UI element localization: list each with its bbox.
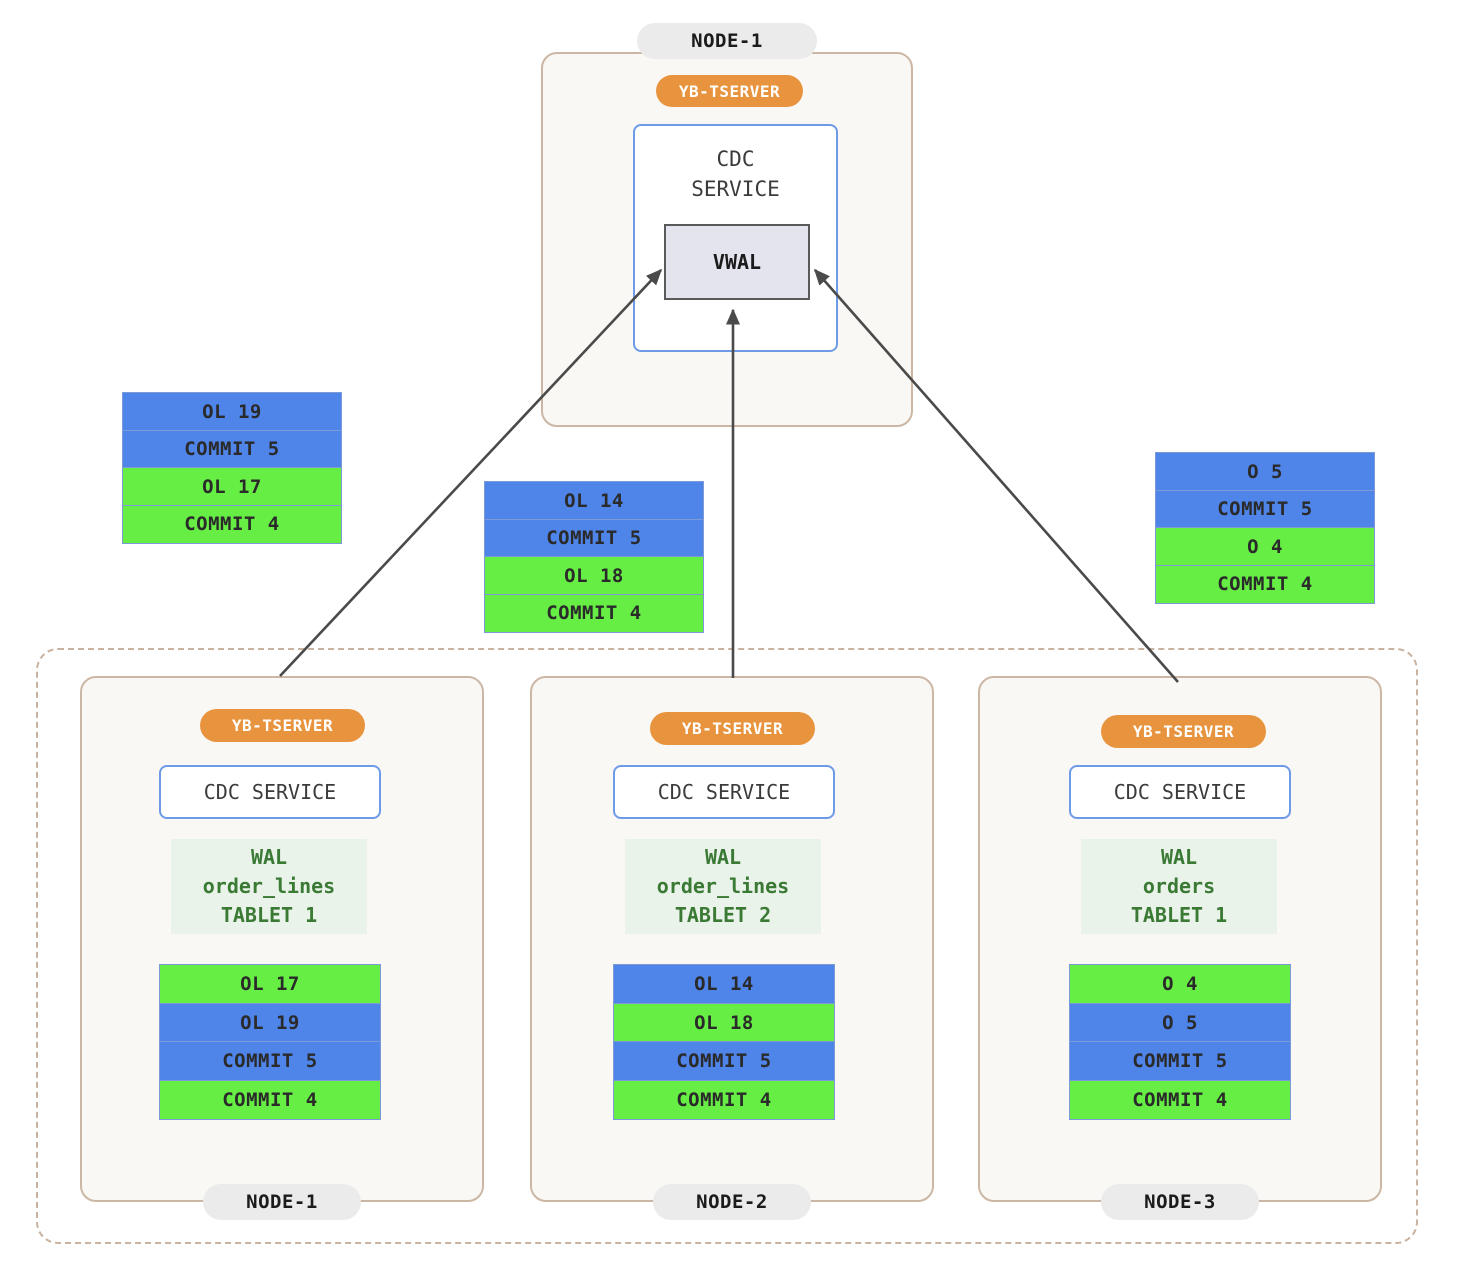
bottom-node-2-cdc-box: CDC SERVICE (613, 765, 835, 819)
bottom-node-3-wal-line3: TABLET 1 (1130, 903, 1228, 927)
record-row: OL 14 (484, 481, 704, 520)
record-row: COMMIT 5 (1069, 1041, 1291, 1081)
record-row: OL 14 (613, 964, 835, 1004)
bottom-node-2-label-pill: NODE-2 (653, 1184, 811, 1220)
record-row: OL 18 (613, 1002, 835, 1043)
bottom-node-3-label-pill: NODE-3 (1101, 1184, 1259, 1220)
record-row: COMMIT 5 (1155, 489, 1375, 529)
top-tserver-pill: YB-TSERVER (656, 75, 803, 107)
record-row: COMMIT 4 (1155, 564, 1375, 604)
top-node-label-pill: NODE-1 (637, 23, 817, 59)
record-row: COMMIT 4 (484, 593, 704, 633)
bottom-node-3-wal-line2: orders (1142, 874, 1216, 898)
record-row: COMMIT 4 (1069, 1079, 1291, 1120)
record-row: COMMIT 5 (484, 518, 704, 558)
top-cdc-label-line1: CDC (716, 147, 755, 171)
bottom-node-1-wal-box: WAL order_lines TABLET 1 (171, 839, 367, 934)
record-row: COMMIT 4 (122, 504, 342, 544)
bottom-node-3-cdc-box: CDC SERVICE (1069, 765, 1291, 819)
bottom-node-2-wal-line1: WAL (704, 845, 742, 869)
bottom-node-1-wal-line2: order_lines (202, 874, 336, 898)
bottom-node-3-wal-line1: WAL (1160, 845, 1198, 869)
bottom-node-2-tserver-pill: YB-TSERVER (650, 712, 815, 745)
record-row: OL 19 (122, 392, 342, 431)
bottom-node-1-label-pill: NODE-1 (203, 1184, 361, 1220)
bottom-node-1-container (80, 676, 484, 1202)
top-cdc-label-line2: SERVICE (691, 177, 780, 202)
bottom-node-1-cdc-box: CDC SERVICE (159, 765, 381, 819)
cluster-boundary (36, 648, 1418, 1244)
record-row: OL 17 (122, 467, 342, 506)
bottom-node-2-wal-line3: TABLET 2 (674, 903, 772, 927)
record-row: OL 18 (484, 556, 704, 595)
record-row: COMMIT 5 (122, 429, 342, 469)
bottom-node-3-wal-box: WAL orders TABLET 1 (1081, 839, 1277, 934)
bottom-node-2-wal-line2: order_lines (656, 874, 790, 898)
bottom-node-1-wal-line1: WAL (250, 845, 288, 869)
record-row: OL 19 (159, 1002, 381, 1043)
bottom-node-3-container (978, 676, 1382, 1202)
record-row: COMMIT 4 (159, 1079, 381, 1120)
record-row: OL 17 (159, 964, 381, 1004)
record-row: COMMIT 4 (613, 1079, 835, 1120)
bottom-node-3-tserver-pill: YB-TSERVER (1101, 715, 1266, 748)
bottom-node-2-container (530, 676, 934, 1202)
record-row: O 4 (1155, 527, 1375, 566)
record-row: O 5 (1155, 452, 1375, 491)
record-row: COMMIT 5 (159, 1041, 381, 1081)
vwal-box: VWAL (664, 224, 810, 300)
bottom-node-1-tserver-pill: YB-TSERVER (200, 709, 365, 742)
bottom-node-2-wal-box: WAL order_lines TABLET 2 (625, 839, 821, 934)
record-row: O 4 (1069, 964, 1291, 1004)
record-row: O 5 (1069, 1002, 1291, 1043)
record-row: COMMIT 5 (613, 1041, 835, 1081)
bottom-node-1-wal-line3: TABLET 1 (220, 903, 318, 927)
